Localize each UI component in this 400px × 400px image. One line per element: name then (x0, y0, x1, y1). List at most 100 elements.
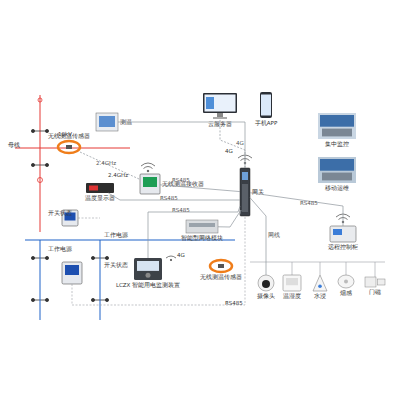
connector-line (148, 206, 240, 258)
device-node: 摄像头 (258, 275, 274, 291)
device-label: 云服务器 (208, 121, 232, 127)
annotation-label: 开关状态 (48, 210, 72, 216)
device-node: 云服务器 (203, 93, 237, 119)
bus-wire (78, 218, 100, 219)
device-icon (86, 183, 114, 193)
device-icon (203, 93, 237, 119)
connector-label: RS485 (172, 177, 190, 183)
device-node: 手机APP (260, 92, 272, 118)
device-outline (318, 113, 356, 139)
device-label: 温湿度 (283, 293, 301, 299)
device-icon (318, 157, 356, 183)
device-label: 集中监控 (325, 141, 349, 147)
annotation-label: 10kV (58, 131, 72, 137)
device-outline (338, 275, 354, 288)
device-label: 水浸 (314, 293, 326, 299)
device-label: 移动运维 (325, 185, 349, 191)
device-outline (318, 157, 356, 183)
device-label: 网关 (252, 189, 264, 195)
device-outline (365, 277, 385, 287)
device-icon (96, 113, 118, 131)
connector-label: 网线 (268, 232, 280, 238)
device-node: 测温 (96, 113, 118, 131)
device-outline (96, 113, 118, 131)
device-label: LCZX 智能用电监测装置 (116, 282, 180, 288)
device-node: 网关 (240, 168, 250, 216)
device-icon (313, 275, 327, 291)
device-outline (186, 220, 218, 233)
device-label: 手机APP (255, 120, 277, 126)
device-label: 远程控制柜 (328, 244, 358, 250)
device-outline (283, 275, 301, 291)
device-outline (203, 93, 237, 119)
device-label: 烟感 (340, 290, 352, 296)
connector-line (250, 193, 343, 226)
device-icon (365, 277, 385, 287)
device-outline (140, 174, 160, 194)
device-label: 智能型网络模块 (181, 235, 223, 241)
connector-line (220, 119, 245, 168)
device-label: 无线测温传感器 (200, 274, 242, 280)
device-label: 温度显示器 (85, 195, 115, 201)
device-outline (330, 226, 356, 242)
device-icon (140, 174, 160, 194)
terminal-symbol (38, 98, 42, 102)
device-icon (240, 168, 250, 216)
device-node: 无线测温传感器 (210, 260, 232, 272)
device-outline (240, 168, 250, 216)
annotation-label: 母线 (8, 142, 20, 148)
connector-label: 2.4GHz (96, 160, 116, 166)
annotation-label: RS485 (225, 300, 243, 306)
device-icon (134, 258, 162, 280)
connector-line (80, 152, 140, 179)
device-icon (260, 92, 272, 118)
device-outline (86, 183, 114, 193)
annotation-label: 工作电源 (104, 232, 128, 238)
connector-label: RS485 (300, 200, 318, 206)
device-label: 门磁 (369, 289, 381, 295)
bus-wire (72, 216, 245, 305)
sensor-wire (292, 262, 375, 277)
bus-branch (40, 240, 41, 320)
device-node: 烟感 (338, 275, 354, 288)
device-icon (210, 260, 232, 272)
connector-label: RS485 (172, 207, 190, 213)
device-label: 测温 (120, 119, 132, 125)
bus-branch (100, 240, 101, 320)
device-node: 门磁 (365, 277, 385, 287)
device-outline (260, 92, 272, 118)
connector-label: RS485 (160, 195, 178, 201)
device-icon (186, 220, 218, 233)
device-icon (58, 141, 80, 153)
annotation-label: 工作电源 (48, 246, 72, 252)
device-node: 温度显示器 (86, 183, 114, 193)
feeder-line (15, 148, 130, 149)
breaker-symbol (38, 178, 43, 183)
device-icon (318, 113, 356, 139)
device-outline (210, 260, 232, 272)
connector-line (218, 210, 241, 227)
device-node: 移动运维 (318, 157, 356, 183)
annotation-label: 2.4GHz (108, 172, 128, 178)
device-icon (338, 275, 354, 288)
device-icon (283, 275, 301, 291)
device-node: 无线测温传感器 (58, 141, 80, 153)
device-outline (313, 275, 327, 291)
connector-line (160, 185, 240, 192)
device-icon (258, 275, 274, 291)
connector-line (250, 198, 266, 275)
device-outline (258, 275, 274, 291)
annotation-label: 4G (177, 252, 185, 258)
device-node: 水浸 (313, 275, 327, 291)
device-icon (330, 226, 356, 242)
device-node: 智能型网络模块 (186, 220, 218, 233)
device-label: 摄像头 (257, 293, 275, 299)
device-node: 温湿度 (283, 275, 301, 291)
connector-label: 4G (236, 140, 244, 146)
device-node: 无线测温接收器 (140, 174, 160, 194)
annotation-label: 开关状态 (104, 262, 128, 268)
device-node: LCZX 智能用电监测装置 (134, 258, 162, 280)
connector-line (118, 122, 245, 168)
